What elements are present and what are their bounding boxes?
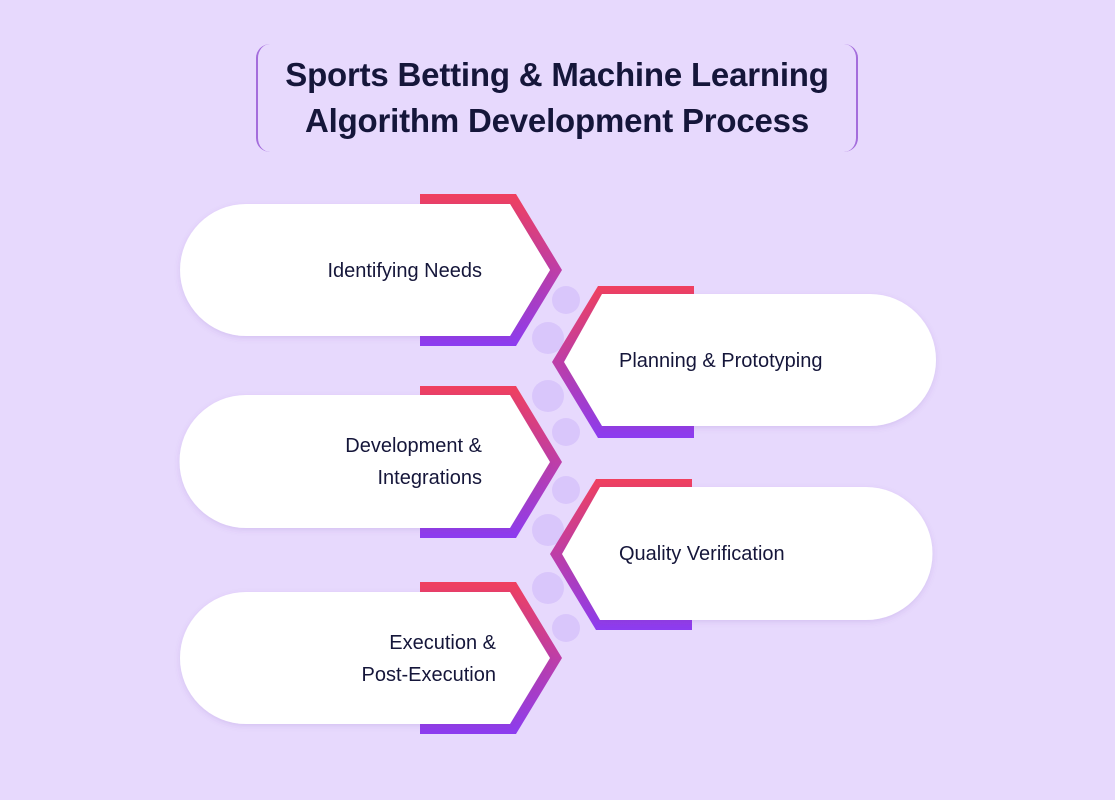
connector-group (532, 286, 580, 642)
step-5-pill (180, 592, 550, 724)
step-3-pill (179, 395, 551, 528)
step-1-pill (180, 204, 550, 336)
connector-dot (552, 418, 580, 446)
step-4-label-line-1: Quality Verification (619, 543, 785, 565)
connector-dot (552, 614, 580, 642)
step-4-label: Quality Verification (619, 538, 879, 570)
step-5-label-line-1: Execution & (389, 632, 496, 654)
diagram-title-frame: Sports Betting & Machine Learning Algori… (256, 44, 858, 152)
step-4-shape (550, 479, 933, 630)
step-1-label: Identifying Needs (260, 255, 482, 287)
step-3-shape (179, 386, 562, 538)
connector-dot (532, 322, 564, 354)
step-2-label: Planning & Prototyping (619, 345, 899, 377)
diagram-title-line-1: Sports Betting & Machine Learning (285, 56, 829, 93)
step-2-label-line-1: Planning & Prototyping (619, 350, 823, 372)
step-2-pill (564, 294, 936, 426)
step-5-shape (180, 582, 562, 734)
connector-dot (532, 572, 564, 604)
step-5-label-line-2: Post-Execution (361, 664, 496, 686)
diagram-title-line-2: Algorithm Development Process (305, 102, 809, 139)
step-1-shape (180, 194, 562, 346)
step-2-shape (552, 286, 936, 438)
step-3-label: Development & Integrations (260, 430, 482, 494)
step-5-label: Execution & Post-Execution (260, 627, 496, 691)
step-3-label-line-1: Development & (345, 435, 482, 457)
connector-dot (552, 286, 580, 314)
step-1-label-line-1: Identifying Needs (327, 260, 482, 282)
connector-dot (532, 514, 564, 546)
connector-dot (532, 380, 564, 412)
step-3-label-line-2: Integrations (377, 467, 482, 489)
step-4-pill (562, 487, 933, 620)
connector-dot (552, 476, 580, 504)
